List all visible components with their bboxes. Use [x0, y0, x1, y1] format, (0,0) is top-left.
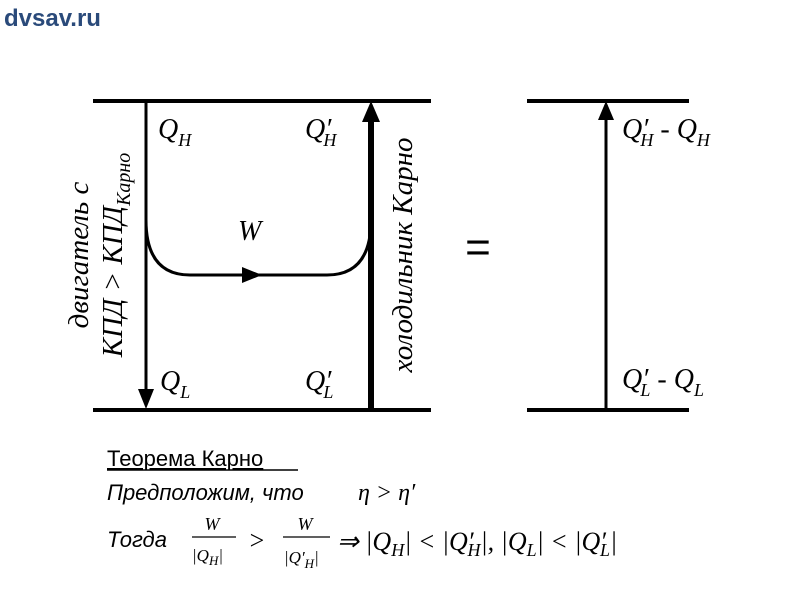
assumption-math: η > η′	[358, 480, 416, 506]
work-label: W	[238, 216, 264, 247]
arrow-down-icon	[138, 389, 154, 409]
frac2-numerator: W	[298, 514, 315, 534]
greater-sign: >	[248, 526, 266, 555]
engine-label-line1: двигатель с	[63, 182, 95, 329]
equals-sign: =	[465, 223, 491, 272]
frac2-denominator: |Q′H|	[284, 548, 319, 571]
fridge-label: холодильник Карно	[387, 138, 419, 374]
qh-prime-label: Q′H	[305, 114, 337, 150]
arrow-up-icon	[362, 101, 380, 122]
then-text: Тогда	[107, 527, 167, 552]
qh-label: QH	[158, 114, 192, 150]
engine-label-line2: КПД > КПДКарно	[97, 153, 135, 359]
frac1-numerator: W	[205, 514, 222, 534]
frac1-denominator: |QH|	[192, 546, 223, 568]
assumption-text: Предположим, что	[107, 480, 304, 505]
conclusion-math: ⇒ |QH| < |Q′H|, |QL| < |Q′L|	[337, 527, 617, 560]
net-bottom-label: Q′L - QL	[622, 364, 704, 400]
arrow-right-icon	[242, 267, 262, 283]
ql-label: QL	[160, 366, 190, 402]
ql-prime-label: Q′L	[305, 366, 333, 402]
arrow-up-icon	[598, 101, 614, 120]
site-logo: dvsav.ru	[4, 5, 101, 32]
net-top-label: Q′H - QH	[622, 114, 711, 150]
theorem-title: Теорема Карно	[107, 446, 263, 471]
